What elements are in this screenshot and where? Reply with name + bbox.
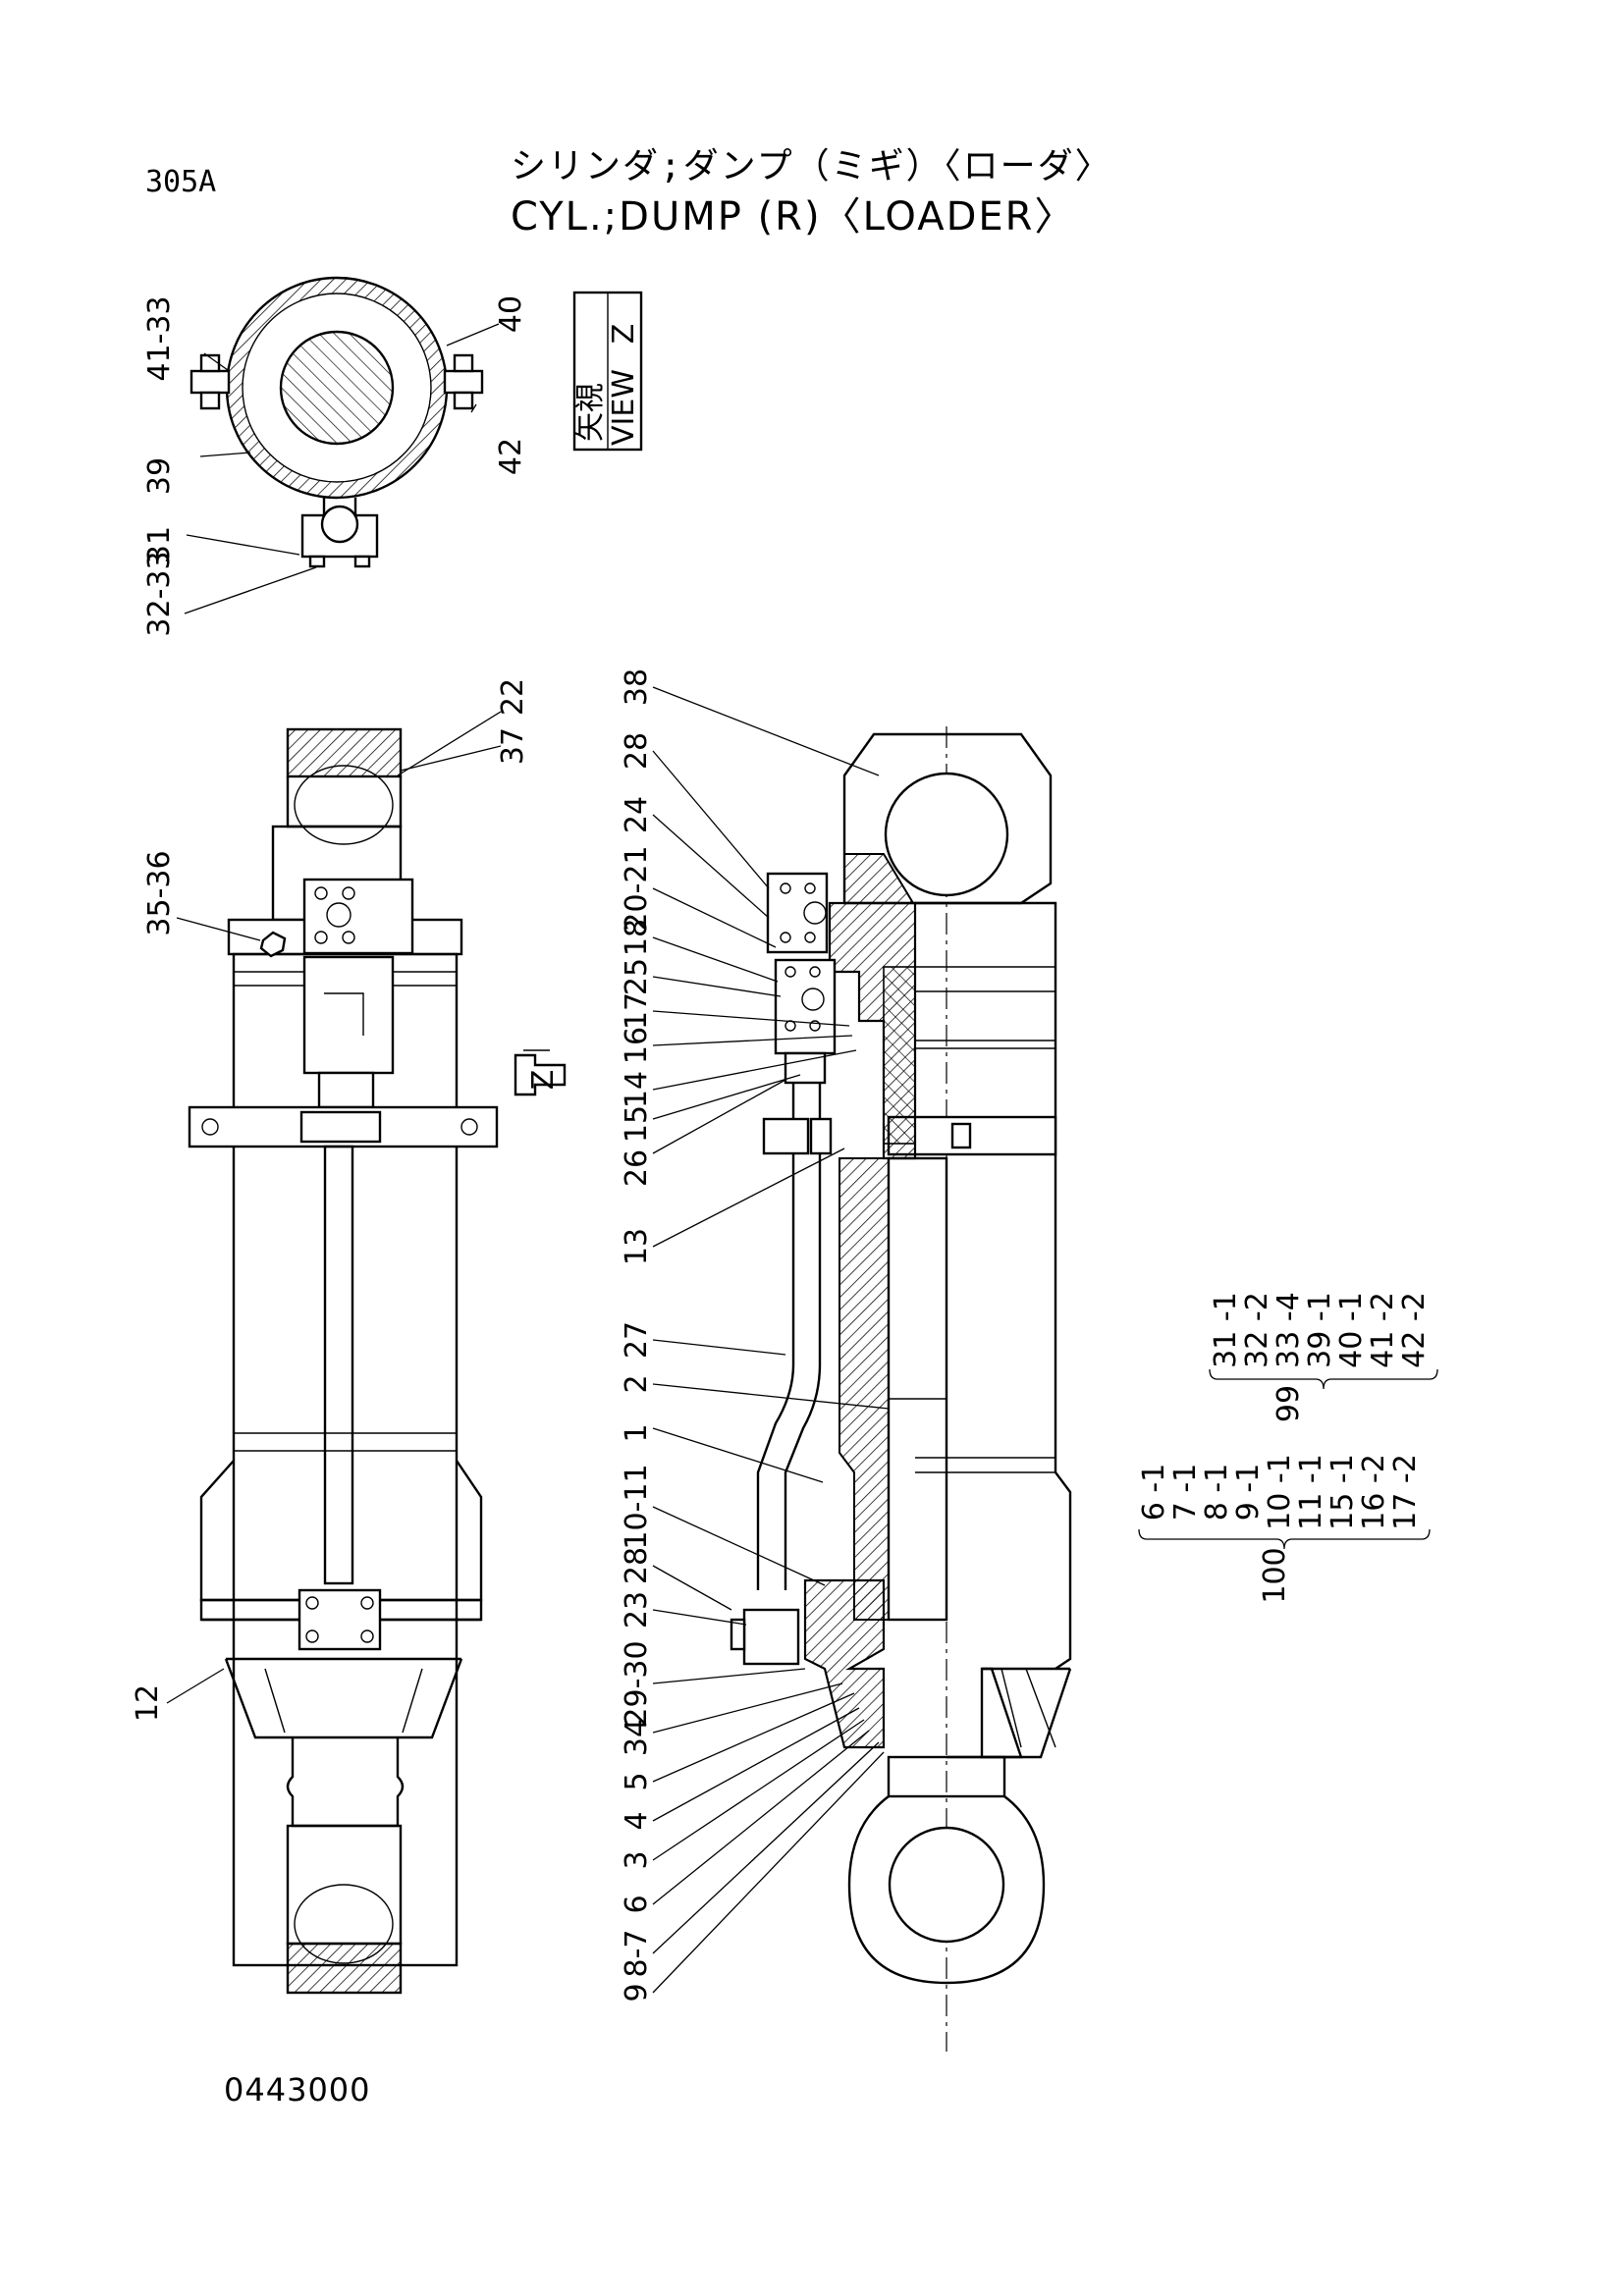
- callout-38: 38: [620, 668, 654, 706]
- callout-16: 16: [620, 1027, 654, 1064]
- svg-text:8 -1: 8 -1: [1200, 1464, 1234, 1522]
- callout-23: 23: [620, 1591, 654, 1629]
- svg-text:42 -2: 42 -2: [1397, 1292, 1432, 1368]
- drawing-number: 0443000: [224, 2071, 371, 2109]
- end-view-callout-labels: 41-33 40 39 42 31 32-33: [142, 295, 528, 637]
- callout-28-bottom: 28: [620, 1547, 654, 1584]
- svg-text:VIEW: VIEW: [607, 369, 641, 446]
- callout-27: 27: [620, 1321, 654, 1359]
- callout-10-11: 10-11: [620, 1464, 654, 1549]
- svg-text:31 -1: 31 -1: [1209, 1292, 1243, 1368]
- kit-99-group: 31 -1 32 -2 33 -4 39 -1 40 -1 41 -2 42 -…: [1209, 1292, 1438, 1422]
- side-view-leaders: [166, 711, 502, 1704]
- end-view-z: [189, 276, 484, 568]
- callout-41-33: 41-33: [142, 295, 177, 381]
- svg-text:32 -2: 32 -2: [1240, 1292, 1274, 1368]
- callout-35-36: 35-36: [142, 850, 177, 935]
- callout-12: 12: [131, 1684, 165, 1722]
- callout-20-21: 20-21: [620, 845, 654, 931]
- side-view-cylinder: [188, 727, 499, 1995]
- page-number: 305A: [145, 165, 217, 199]
- end-view-leaders: [184, 323, 500, 614]
- callout-1: 1: [620, 1423, 654, 1442]
- section-view-leaders: [652, 686, 890, 1994]
- callout-32-33: 32-33: [142, 551, 177, 636]
- callout-13: 13: [620, 1228, 654, 1265]
- svg-text:6 -1: 6 -1: [1137, 1464, 1171, 1522]
- svg-text:15 -1: 15 -1: [1325, 1454, 1360, 1530]
- svg-text:16 -2: 16 -2: [1357, 1454, 1391, 1530]
- kit-100-number: 100: [1258, 1547, 1292, 1603]
- svg-text:39 -1: 39 -1: [1303, 1292, 1337, 1368]
- callout-14: 14: [620, 1071, 654, 1108]
- callout-42: 42: [494, 438, 528, 475]
- callout-17: 17: [620, 992, 654, 1030]
- svg-text:11 -1: 11 -1: [1294, 1454, 1328, 1530]
- callout-15: 15: [620, 1105, 654, 1143]
- callout-4: 4: [620, 1811, 654, 1830]
- svg-text:7 -1: 7 -1: [1168, 1464, 1203, 1522]
- view-z-box: Z 矢視 VIEW: [572, 291, 643, 452]
- callout-18: 18: [620, 919, 654, 956]
- callout-29-30: 29-30: [620, 1640, 654, 1726]
- section-view-callout-labels: 38 28 24 20-21 18 25 17 16 14 15 26 13 2…: [620, 668, 654, 2002]
- callout-39: 39: [142, 457, 177, 495]
- svg-text:矢視: 矢視: [573, 383, 608, 442]
- title-japanese: シリンダ;ダンプ（ミギ）〈ローダ〉: [511, 146, 1112, 187]
- svg-text:40 -1: 40 -1: [1334, 1292, 1369, 1368]
- callout-2: 2: [620, 1374, 654, 1393]
- svg-text:33 -4: 33 -4: [1271, 1292, 1306, 1368]
- callout-31: 31: [142, 526, 177, 563]
- callout-34: 34: [620, 1719, 654, 1756]
- view-z-arrow: Z: [514, 1049, 567, 1096]
- svg-text:Z: Z: [607, 324, 641, 345]
- callout-24: 24: [620, 796, 654, 833]
- callout-28-top: 28: [620, 732, 654, 770]
- callout-3: 3: [620, 1850, 654, 1869]
- svg-text:17 -2: 17 -2: [1388, 1454, 1423, 1530]
- side-view-callout-labels: 37 22 35-36 12: [131, 678, 530, 1722]
- svg-text:41 -2: 41 -2: [1366, 1292, 1400, 1368]
- callout-6: 6: [620, 1895, 654, 1913]
- section-view-cylinder: [730, 726, 1072, 2052]
- callout-5: 5: [620, 1772, 654, 1790]
- callout-37: 37: [496, 727, 530, 765]
- callout-22: 22: [496, 678, 530, 716]
- callout-8-7: 8-7: [620, 1930, 654, 1978]
- svg-text:9 -1: 9 -1: [1231, 1464, 1266, 1522]
- kit-100-group: 6 -1 7 -1 8 -1 9 -1 10 -1 11 -1 15 -1 16…: [1137, 1454, 1431, 1604]
- svg-text:10 -1: 10 -1: [1263, 1454, 1297, 1530]
- callout-25: 25: [620, 958, 654, 995]
- callout-26: 26: [620, 1149, 654, 1187]
- svg-text:Z: Z: [526, 1070, 561, 1091]
- callout-40: 40: [494, 295, 528, 333]
- kit-99-number: 99: [1271, 1385, 1306, 1422]
- callout-9: 9: [620, 1983, 654, 2002]
- title-english: CYL.;DUMP (R)〈LOADER〉: [511, 194, 1076, 240]
